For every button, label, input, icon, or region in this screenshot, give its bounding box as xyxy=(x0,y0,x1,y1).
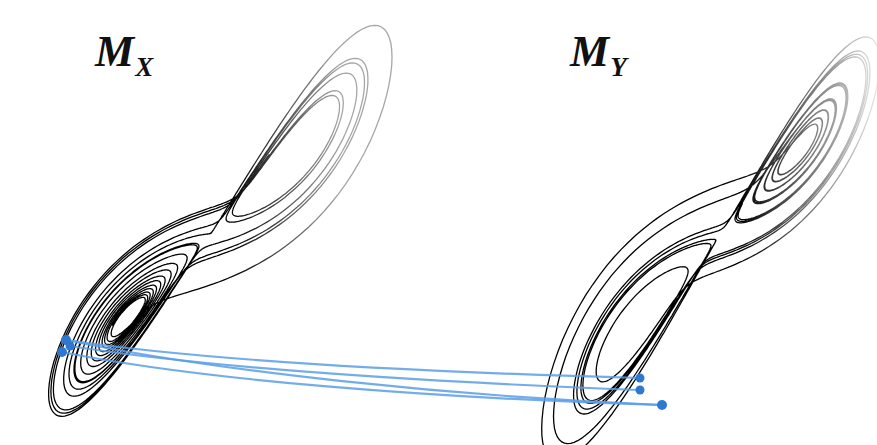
manifold-name: M xyxy=(570,30,609,74)
manifold-subscript: Y xyxy=(610,54,627,81)
manifold-y-trajectory xyxy=(542,37,877,445)
manifold-name: M xyxy=(95,30,134,74)
correspondence-lines xyxy=(62,340,662,405)
state-points xyxy=(57,335,667,410)
manifold-subscript: X xyxy=(135,54,153,81)
